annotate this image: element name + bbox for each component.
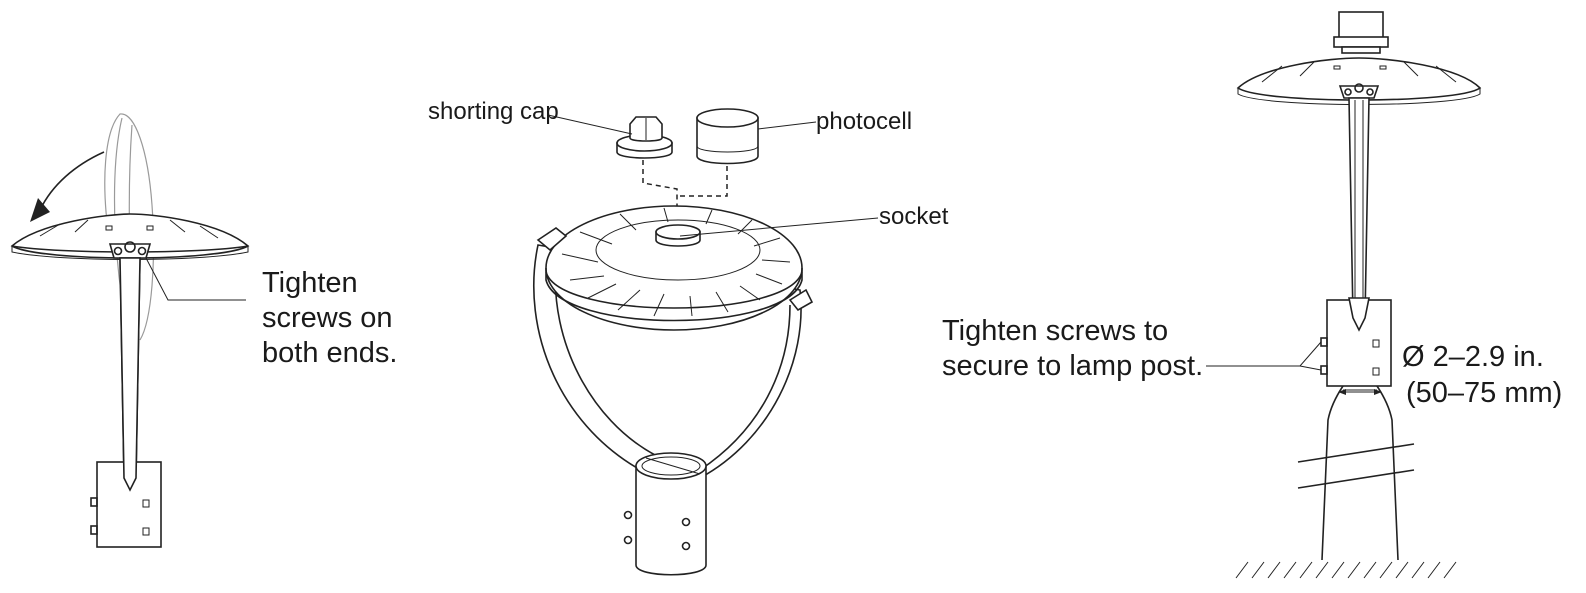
center-fixture [532,108,879,576]
right-tighten-note: Tighten screws to secure to lamp post. [942,314,1203,384]
pole-diameter-mm: (50–75 mm) [1406,377,1563,409]
photocell-label: photocell [816,108,913,135]
socket-label: socket [879,203,949,230]
shorting-cap-part [616,116,673,159]
right-tighten-line-1: Tighten screws to [942,315,1169,347]
left-tighten-line-3: both ends. [262,337,398,369]
pole-diameter-inches: Ø 2–2.9 in. [1402,341,1544,373]
right-fixture [1206,11,1482,579]
right-tighten-line-2: secure to lamp post. [942,350,1204,382]
shorting-cap-label: shorting cap [428,98,559,125]
left-tighten-line-1: Tighten [262,267,358,299]
left-tighten-line-2: screws on [262,302,393,334]
left-fixture [10,113,250,548]
left-tighten-note: Tighten screws on both ends. [262,266,397,371]
photocell-part [696,108,759,165]
